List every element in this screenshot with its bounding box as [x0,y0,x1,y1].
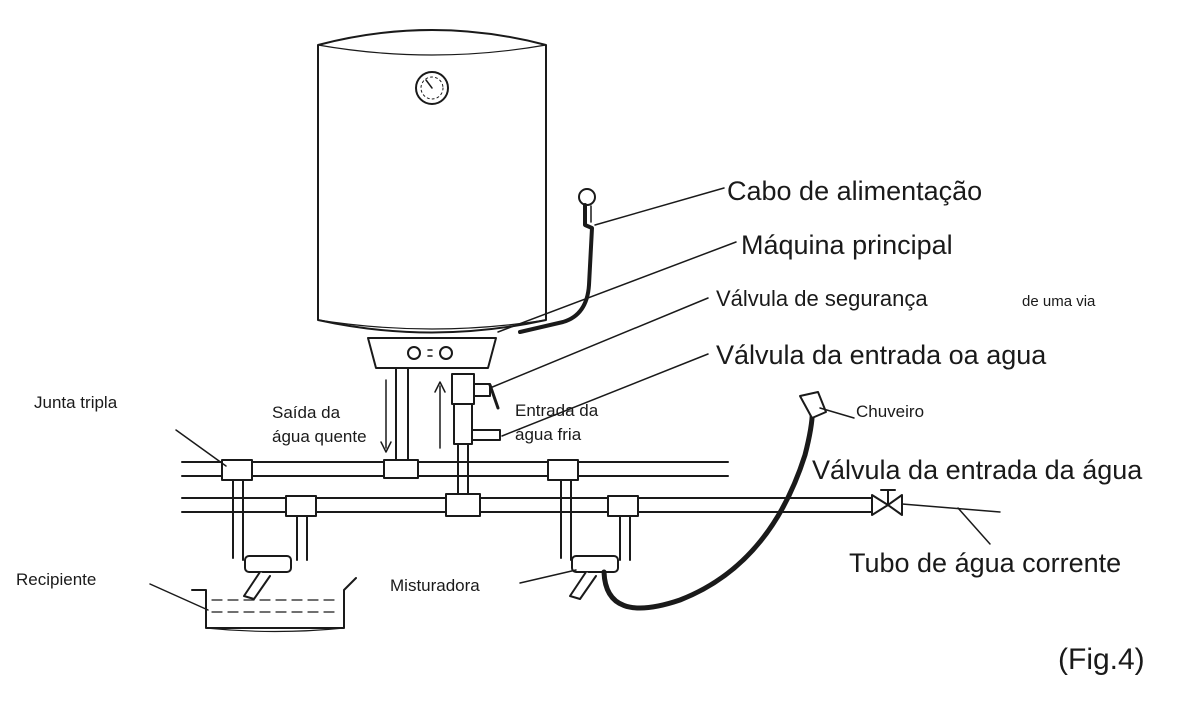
control-box [368,338,496,368]
label-safety-valve-suffix: de uma via [1022,294,1095,309]
label-water-pipe: Tubo de água corrente [849,550,1121,577]
label-hot-outlet-2: água quente [272,428,367,445]
label-cold-inlet-2: água fria [515,426,581,443]
hot-water-outlet-pipe [396,368,408,462]
container [192,578,356,632]
tee-joints [222,460,638,516]
cold-water-inlet-pipe [452,374,500,500]
label-shower: Chuveiro [856,403,924,420]
label-inlet-valve-right: Válvula da entrada da água [812,457,1142,484]
label-container: Recipiente [16,571,96,588]
label-inlet-valve-top: Válvula da entrada oa agua [716,342,1046,369]
label-power-cable: Cabo de alimentação [727,178,982,205]
hot-water-main-pipe [182,462,728,476]
label-mixer: Misturadora [390,577,480,594]
label-cold-inlet-1: Entrada da [515,402,598,419]
label-main-unit: Máquina principal [741,232,953,259]
water-heater-tank [318,30,546,333]
figure-caption: (Fig.4) [1058,645,1145,675]
flow-arrows [381,380,445,452]
label-tee-joint: Junta tripla [34,394,117,411]
label-safety-valve: Válvula de segurança [716,288,928,310]
label-hot-outlet-1: Saída da [272,404,340,421]
inlet-valve-right [872,490,902,515]
